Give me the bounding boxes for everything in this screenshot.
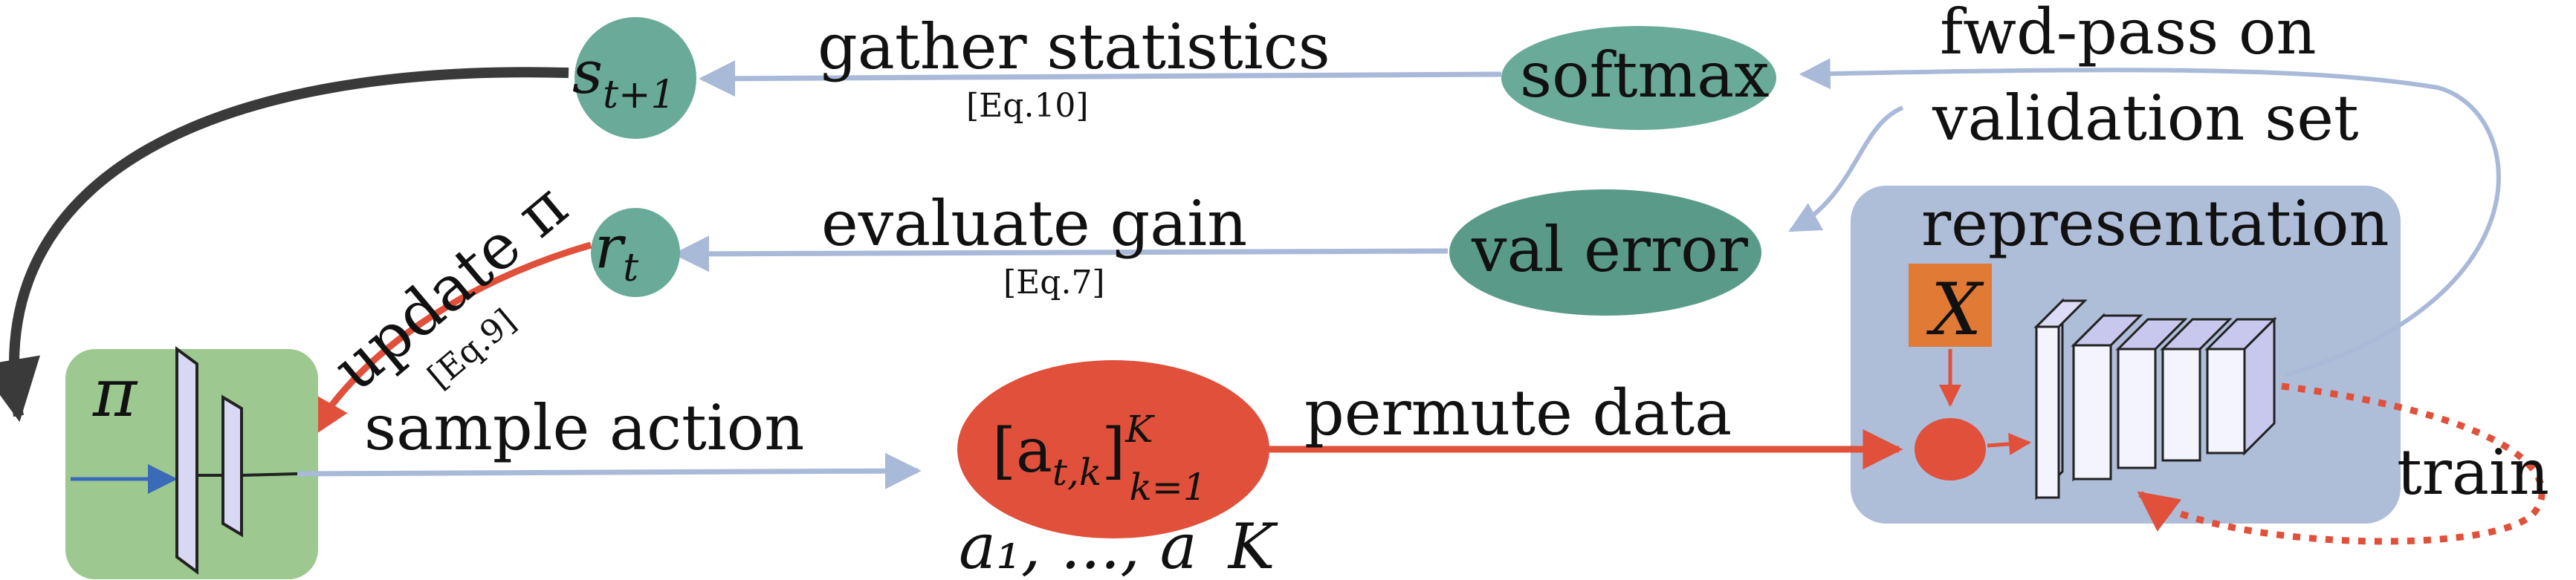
val-error-node: [1449, 189, 1761, 316]
reward-label: rt: [595, 212, 638, 290]
representation-label: representation: [1921, 187, 2389, 260]
softmax-label: softmax: [1520, 39, 1770, 111]
state-label: st+1: [572, 38, 676, 117]
fwd-pass-to-val-error-arrow: [1788, 105, 1904, 232]
state-sub: t+1: [603, 73, 676, 117]
reward-node: [591, 208, 680, 297]
state-to-policy-arrow: [0, 67, 569, 423]
sample-action-label: sample action: [364, 391, 804, 464]
action-sub: t,k: [1052, 451, 1101, 494]
gather-eq-label: [Eq.10]: [966, 87, 1089, 125]
action-base: [a: [992, 416, 1052, 486]
policy-label: π: [92, 354, 138, 432]
dot-to-network-arrow: [1987, 432, 2031, 455]
input-x-label: X: [1926, 268, 1984, 351]
fwd-pass-label: fwd-pass on: [1940, 0, 2317, 68]
evaluate-eq-label: [Eq.7]: [1003, 264, 1105, 302]
train-label: train: [2397, 436, 2549, 509]
input-dot: [1915, 418, 1986, 480]
update-policy-arrow: [309, 241, 592, 438]
reward-sub: t: [623, 246, 638, 290]
val-error-label: val error: [1471, 213, 1749, 286]
sample-action-arrow: [297, 452, 922, 489]
action-node: [957, 360, 1269, 538]
validation-set-label: validation set: [1932, 82, 2359, 154]
action-sup: K: [1124, 408, 1155, 451]
state-node: [575, 17, 696, 139]
softmax-node: [1501, 26, 1776, 130]
action-lower: k=1: [1130, 466, 1207, 509]
state-base: s: [572, 38, 603, 107]
gather-statistics-label: gather statistics: [818, 10, 1330, 83]
permute-data-label: permute data: [1304, 377, 1732, 449]
gather-statistics-arrow: [699, 60, 1502, 97]
evaluate-gain-label: evaluate gain: [821, 187, 1247, 260]
train-loop-arrow: [2137, 382, 2546, 545]
policy-network: [71, 346, 298, 575]
action-caption: a₁, ..., a_K: [959, 510, 1278, 580]
reward-base: r: [595, 212, 627, 281]
fwd-pass-to-softmax-arrow: [1799, 58, 2501, 377]
network-layers: [2033, 298, 2277, 501]
input-x-box: [1909, 264, 1992, 347]
evaluate-gain-arrow: [673, 235, 1449, 273]
action-close: ]: [1101, 416, 1125, 486]
